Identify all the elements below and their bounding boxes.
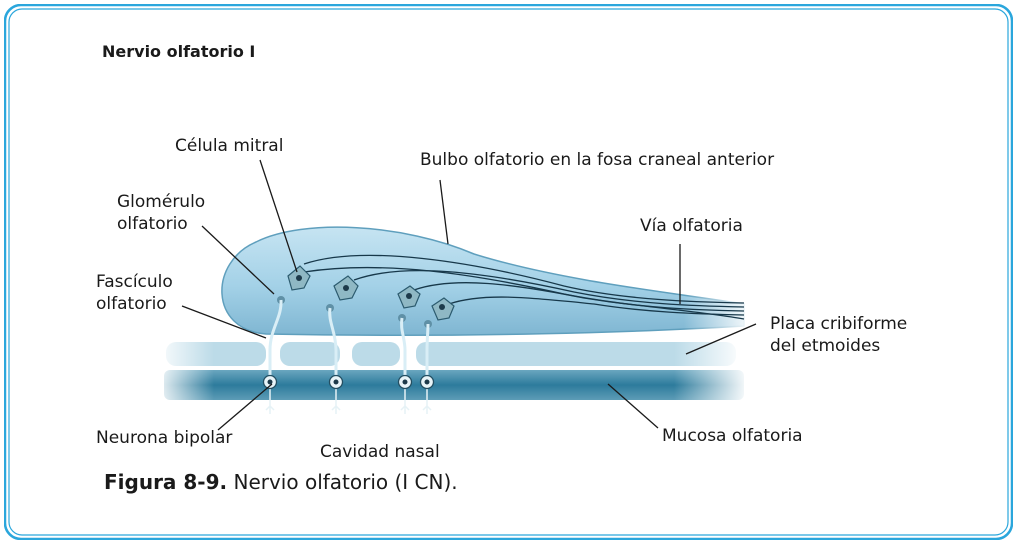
- label-nasal-cavity: Cavidad nasal: [320, 442, 440, 463]
- caption-number: Figura 8-9.: [104, 470, 227, 494]
- label-glomerulus-line1: Glomérulo: [117, 192, 205, 213]
- label-bipolar-neuron: Neurona bipolar: [96, 428, 232, 449]
- figure-caption: Figura 8-9. Nervio olfatorio (I CN).: [104, 470, 458, 494]
- label-olfactory-mucosa: Mucosa olfatoria: [662, 426, 803, 447]
- figure-title: Nervio olfatorio I: [102, 42, 255, 61]
- label-glomerulus-line2: olfatorio: [117, 214, 188, 235]
- label-fascicle-line2: olfatorio: [96, 294, 167, 315]
- label-cribriform-line2: del etmoides: [770, 336, 880, 357]
- label-mitral-cell: Célula mitral: [175, 136, 283, 157]
- label-cribriform-line1: Placa cribiforme: [770, 314, 907, 335]
- figure-frame: Nervio olfatorio I Célula mitral Bulbo o…: [4, 4, 1013, 540]
- label-olfactory-pathway: Vía olfatoria: [640, 216, 743, 237]
- caption-text: Nervio olfatorio (I CN).: [227, 470, 458, 494]
- label-fascicle-line1: Fascículo: [96, 272, 173, 293]
- cribriform-plate: [154, 340, 744, 370]
- label-olfactory-bulb: Bulbo olfatorio en la fosa craneal anter…: [420, 150, 774, 171]
- olfactory-mucosa: [154, 368, 749, 402]
